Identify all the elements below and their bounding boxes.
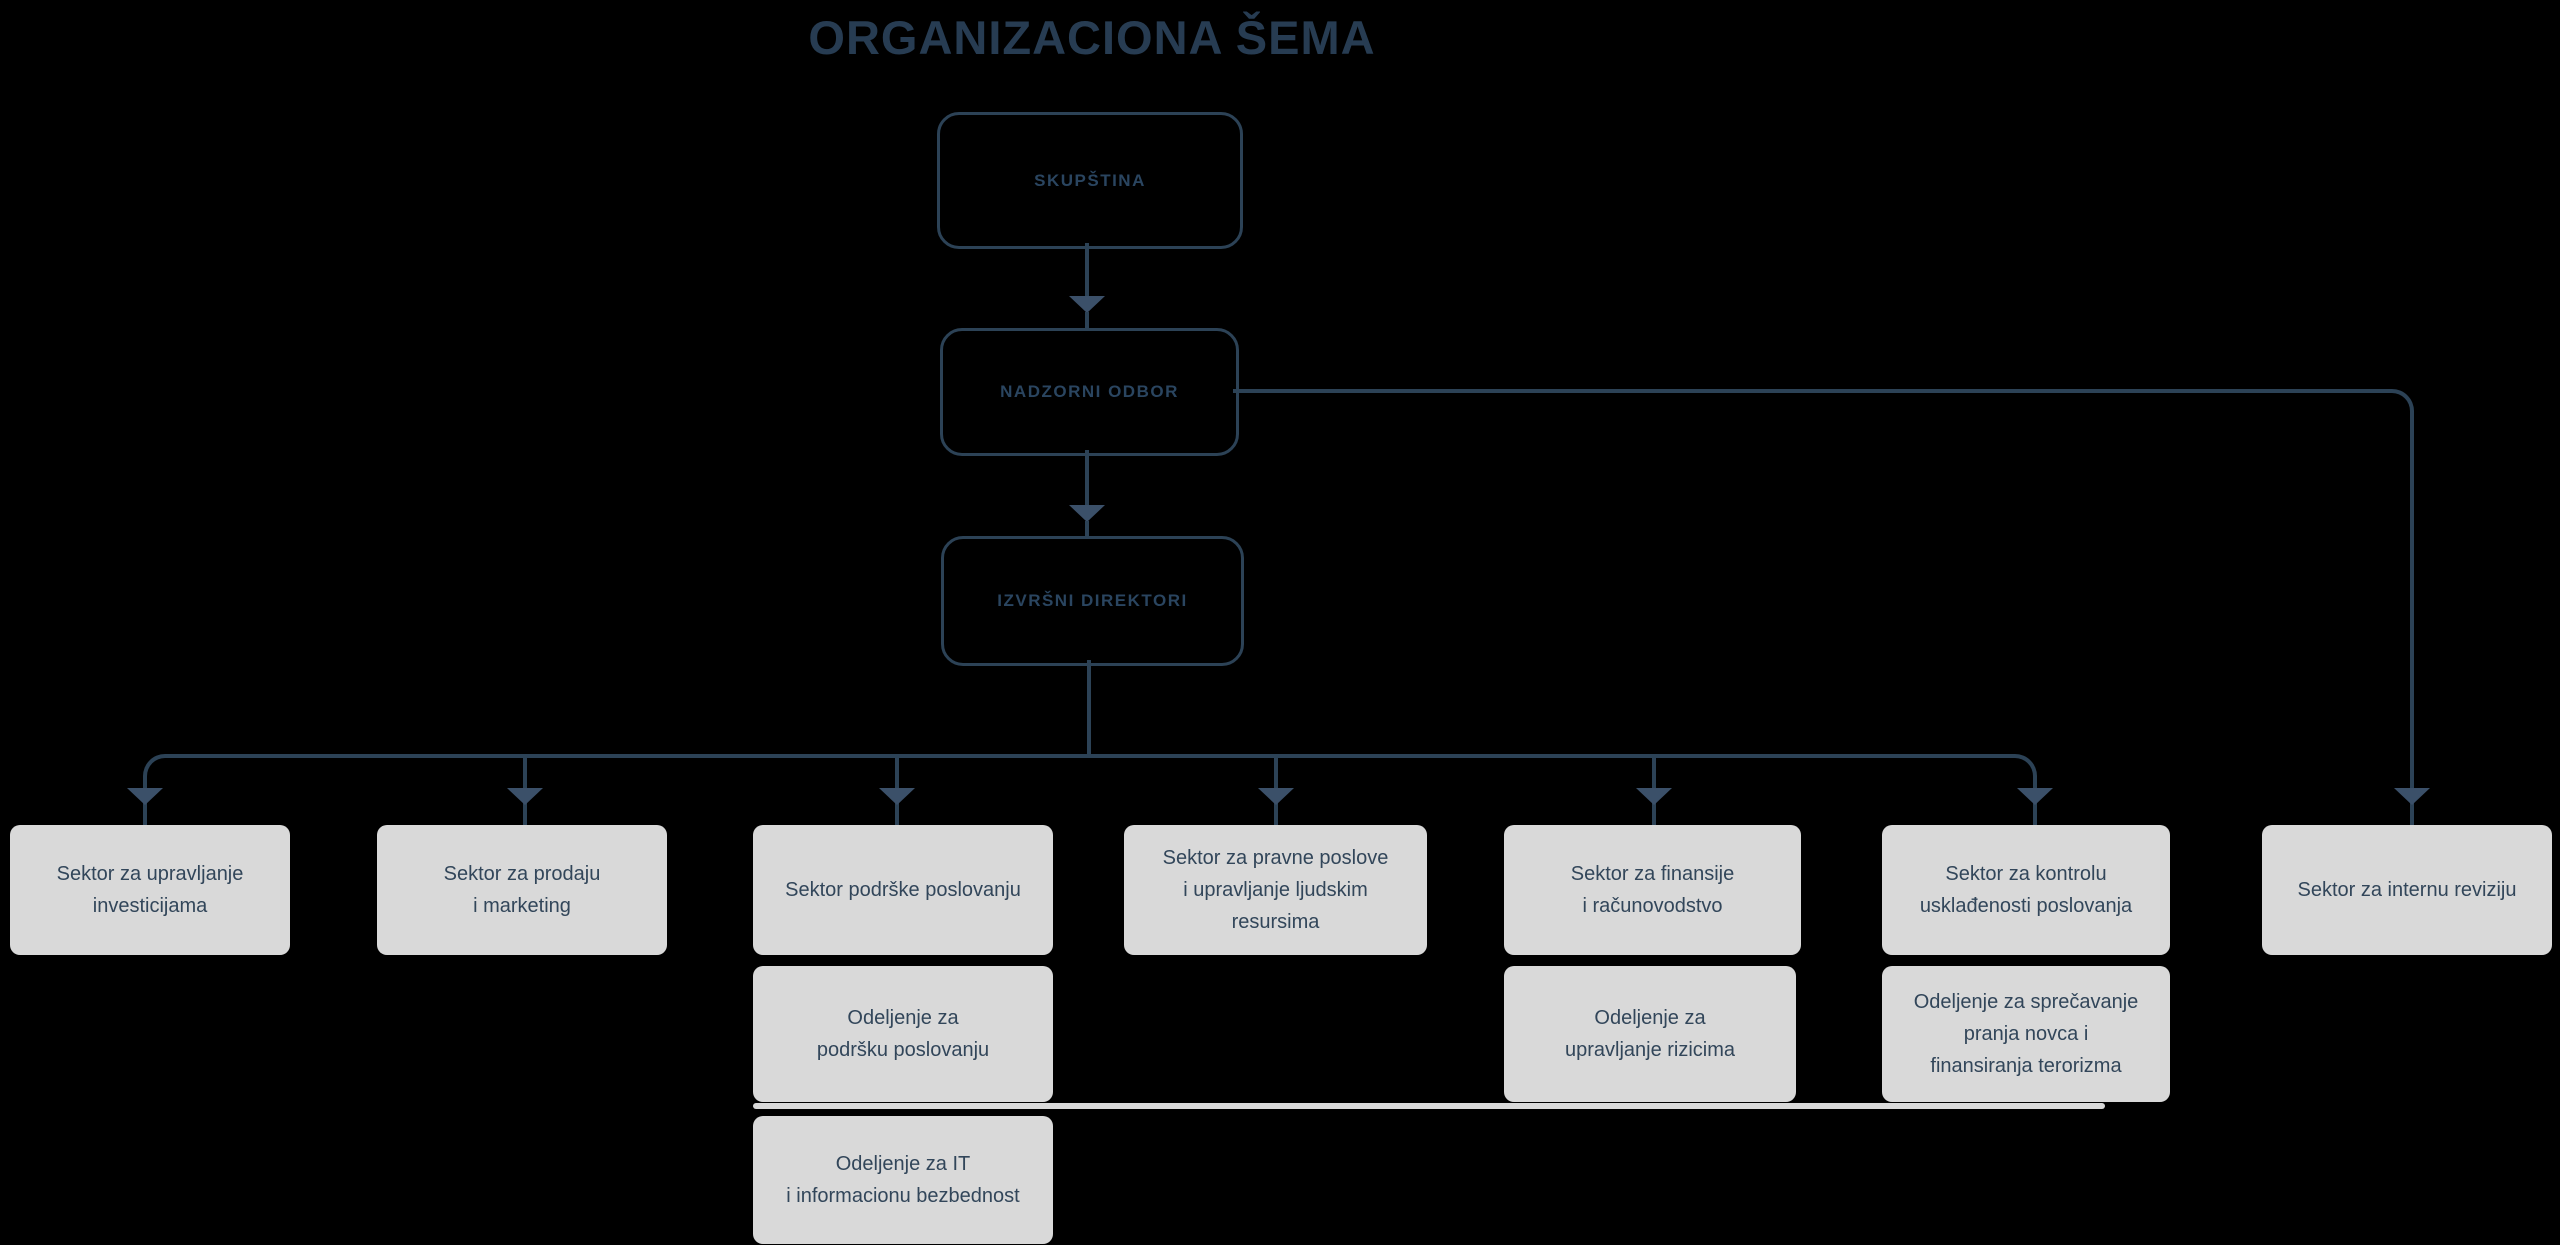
department-box-podrska-poslovanju: Odeljenje za podršku poslovanju: [753, 966, 1053, 1102]
sector-drop-line: [2033, 786, 2037, 825]
sector-box-prodaja-marketing: Sektor za prodaju i marketing: [377, 825, 667, 955]
department-box-it-bezbednost: Odeljenje za IT i informacionu bezbednos…: [753, 1116, 1053, 1244]
department-divider-line: [753, 1103, 2105, 1109]
connector-interna-revizija-stub: [2410, 786, 2414, 825]
node-nadzorni-odbor: NADZORNI ODBOR: [940, 328, 1239, 456]
sector-drop-line: [143, 786, 147, 825]
arrowhead-down-icon: [879, 788, 915, 805]
sector-box-upravljanje-investicijama: Sektor za upravljanje investicijama: [10, 825, 290, 955]
arrowhead-down-icon: [127, 788, 163, 805]
sector-box-kontrola-uskladjenosti: Sektor za kontrolu usklađenosti poslovan…: [1882, 825, 2170, 955]
department-box-sprecavanje-pranja-novca: Odeljenje za sprečavanje pranja novca i …: [1882, 966, 2170, 1102]
sector-box-interna-revizija: Sektor za internu reviziju: [2262, 825, 2552, 955]
connector-nadzorni-izvrsni: [1085, 450, 1089, 508]
connector-skupstina-nadzorni: [1085, 243, 1089, 301]
connector-skupstina-nadzorni-stub: [1085, 312, 1089, 328]
node-skupstina: SKUPŠTINA: [937, 112, 1243, 249]
arrowhead-down-icon: [1636, 788, 1672, 805]
node-nadzorni-odbor-label: NADZORNI ODBOR: [1000, 382, 1179, 401]
chart-title: ORGANIZACIONA ŠEMA: [808, 11, 1376, 64]
sector-distribution-line: [143, 754, 2037, 790]
arrowhead-down-icon: [2017, 788, 2053, 805]
sector-box-podrska-poslovanju: Sektor podrške poslovanju: [753, 825, 1053, 955]
node-skupstina-label: SKUPŠTINA: [1034, 170, 1146, 190]
arrowhead-down-icon: [2394, 788, 2430, 805]
arrowhead-down-icon: [1069, 296, 1105, 313]
node-izvrsni-direktori: IZVRŠNI DIREKTORI: [941, 536, 1244, 666]
node-izvrsni-direktori-label: IZVRŠNI DIREKTORI: [997, 591, 1188, 610]
connector-nadzorni-izvrsni-stub: [1085, 521, 1089, 536]
sector-box-finansije-racunovodstvo: Sektor za finansije i računovodstvo: [1504, 825, 1801, 955]
department-box-upravljanje-rizicima: Odeljenje za upravljanje rizicima: [1504, 966, 1796, 1102]
arrowhead-down-icon: [1069, 505, 1105, 522]
sector-box-pravni-poslovi-hr: Sektor za pravne poslove i upravljanje l…: [1124, 825, 1427, 955]
arrowhead-down-icon: [507, 788, 543, 805]
connector-izvrsni-sectors-trunk: [1087, 660, 1091, 756]
connector-nadzorni-interna-revizija: [1233, 389, 2414, 788]
arrowhead-down-icon: [1258, 788, 1294, 805]
